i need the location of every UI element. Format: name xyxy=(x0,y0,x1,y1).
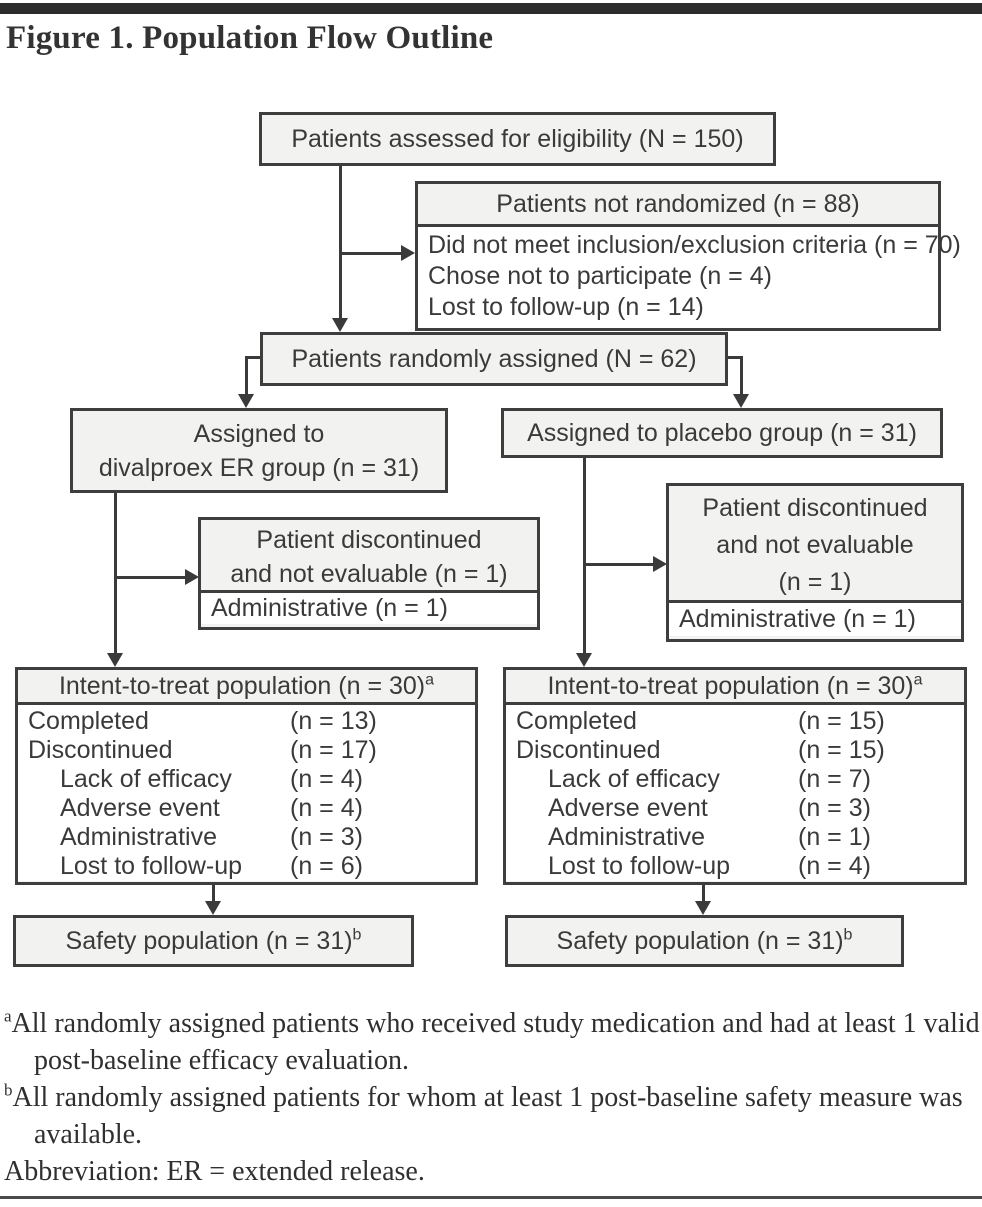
left-itt-header-text: Intent-to-treat population (n = 30) xyxy=(58,672,426,700)
left-discontinued-row: Administrative (n = 1) xyxy=(211,594,448,622)
divalproex-arm-line1: Assigned to xyxy=(193,419,325,448)
arrow-right-icon xyxy=(401,245,415,261)
arrow-down-icon xyxy=(332,318,348,332)
assessed-label: Patients assessed for eligibility (N = 1… xyxy=(291,124,744,153)
footnote-a-sup: a xyxy=(4,1006,12,1026)
abbreviation-note: Abbreviation: ER = extended release. xyxy=(4,1156,425,1187)
randomized-box: Patients randomly assigned (N = 62) xyxy=(260,332,728,386)
left-discontinued-header-line2: and not evaluable (n = 1) xyxy=(230,560,508,588)
right-discontinued-header-line3: (n = 1) xyxy=(778,568,852,596)
footnote-b-text: All randomly assigned patients for whom … xyxy=(12,1082,963,1150)
itt-row: Lost to follow-up(n = 4) xyxy=(548,852,871,880)
figure-title: Figure 1. Population Flow Outline xyxy=(6,20,494,56)
connector-to-left-discontinued xyxy=(114,576,185,579)
itt-row: Lost to follow-up(n = 6) xyxy=(60,852,363,880)
itt-row: Lack of efficacy(n = 4) xyxy=(60,765,363,793)
arrow-down-icon xyxy=(205,901,221,915)
footnote-b-sup: b xyxy=(4,1080,13,1100)
right-discontinued-box: Patient discontinued and not evaluable (… xyxy=(666,483,964,642)
not-randomized-box: Patients not randomized (n = 88) Did not… xyxy=(415,181,961,331)
connector-randomized-to-left-arm-h xyxy=(245,356,262,359)
itt-row: Administrative(n = 1) xyxy=(548,823,871,851)
itt-row: Administrative(n = 3) xyxy=(60,823,363,851)
placebo-arm-box: Assigned to placebo group (n = 31) xyxy=(501,408,943,458)
connector-to-right-discontinued xyxy=(583,563,653,566)
right-discontinued-header-line2: and not evaluable xyxy=(716,531,914,559)
arrow-down-icon xyxy=(695,901,711,915)
connector-right-itt-to-safety xyxy=(702,885,705,902)
footnote-b: bAll randomly assigned patients for whom… xyxy=(4,1079,982,1153)
left-discontinued-box: Patient discontinued and not evaluable (… xyxy=(198,517,540,630)
connector-left-itt-to-safety xyxy=(212,885,215,902)
right-itt-header: Intent-to-treat population (n = 30)a xyxy=(506,670,964,705)
footnote-a: aAll randomly assigned patients who rece… xyxy=(4,1005,982,1079)
itt-row: Adverse event(n = 4) xyxy=(60,794,363,822)
left-safety-box: Safety population (n = 31)b xyxy=(13,915,414,967)
connector-to-not-randomized xyxy=(339,252,401,255)
assessed-box: Patients assessed for eligibility (N = 1… xyxy=(259,112,776,166)
arrow-down-icon xyxy=(576,653,592,667)
connector-assessed-to-randomized xyxy=(339,166,342,320)
not-randomized-row: Chose not to participate (n = 4) xyxy=(428,262,772,290)
itt-row: Adverse event(n = 3) xyxy=(548,794,871,822)
itt-row: Lack of efficacy(n = 7) xyxy=(548,765,871,793)
arrow-right-icon xyxy=(653,556,667,572)
divalproex-arm-box: Assigned to divalproex ER group (n = 31) xyxy=(70,408,448,493)
right-safety-label: Safety population (n = 31)b xyxy=(556,926,853,955)
connector-randomized-to-left-arm-v xyxy=(245,356,248,395)
left-itt-header-sup: a xyxy=(425,671,435,689)
arrow-down-icon xyxy=(733,394,749,408)
right-discontinued-header-line1: Patient discontinued xyxy=(702,494,928,522)
left-discontinued-header-line1: Patient discontinued xyxy=(256,526,482,554)
divalproex-arm-line2: divalproex ER group (n = 31) xyxy=(98,453,420,482)
connector-left-arm-to-itt xyxy=(114,493,117,654)
not-randomized-row: Did not meet inclusion/exclusion criteri… xyxy=(428,231,961,259)
connector-right-arm-to-itt xyxy=(583,457,586,654)
arrow-down-icon xyxy=(107,653,123,667)
arrow-down-icon xyxy=(238,394,254,408)
left-itt-header: Intent-to-treat population (n = 30)a xyxy=(18,670,475,705)
itt-row: Discontinued(n = 15) xyxy=(516,736,885,764)
connector-randomized-to-right-arm-v xyxy=(740,356,743,395)
randomized-label: Patients randomly assigned (N = 62) xyxy=(291,344,697,373)
not-randomized-header: Patients not randomized (n = 88) xyxy=(418,184,938,227)
right-safety-box: Safety population (n = 31)b xyxy=(505,915,904,967)
left-safety-label: Safety population (n = 31)b xyxy=(65,926,362,955)
footnote-a-text: All randomly assigned patients who recei… xyxy=(11,1008,980,1076)
itt-row: Discontinued(n = 17) xyxy=(28,736,377,764)
connector-randomized-to-right-arm-h xyxy=(726,356,743,359)
right-discontinued-row: Administrative (n = 1) xyxy=(679,605,916,633)
placebo-arm-label: Assigned to placebo group (n = 31) xyxy=(527,418,917,447)
right-itt-header-sup: a xyxy=(913,671,923,689)
right-itt-header-text: Intent-to-treat population (n = 30) xyxy=(547,672,914,700)
bottom-rule xyxy=(0,1196,982,1199)
top-rule xyxy=(0,3,982,14)
not-randomized-row: Lost to follow-up (n = 14) xyxy=(428,293,704,321)
arrow-right-icon xyxy=(185,569,199,585)
right-itt-box: Intent-to-treat population (n = 30)a Com… xyxy=(503,667,967,885)
left-itt-box: Intent-to-treat population (n = 30)a Com… xyxy=(15,667,478,885)
itt-row: Completed(n = 15) xyxy=(516,707,885,735)
itt-row: Completed(n = 13) xyxy=(28,707,377,735)
